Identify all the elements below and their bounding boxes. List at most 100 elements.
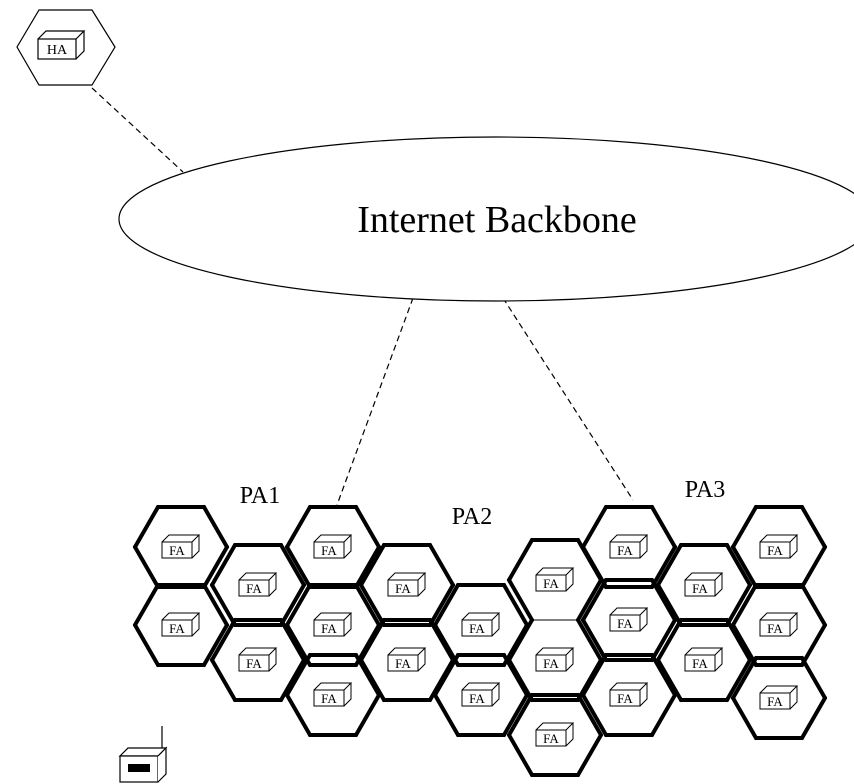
paging-area-border-pa3: [725, 618, 752, 662]
cell-pa3: FA: [732, 506, 826, 588]
foreign-agent-router-icon: FA: [313, 612, 353, 637]
paging-area-border-pa3: [581, 505, 608, 549]
paging-area-border-pa1: [133, 623, 160, 667]
paging-area-border-pa2: [650, 618, 677, 662]
paging-area-border-pa1: [202, 505, 229, 549]
paging-area-border-pa1: [285, 653, 312, 697]
paging-area-border-pa1: [279, 658, 306, 702]
paging-area-border-pa2: [581, 618, 608, 662]
foreign-agent-router-icon: FA: [609, 607, 649, 632]
cell-pa1: FA: [286, 584, 380, 666]
foreign-agent-router-icon: FA: [161, 612, 201, 637]
paging-area-border-pa2: [359, 618, 386, 662]
foreign-agent-router-icon: FA: [461, 682, 501, 707]
foreign-agent-router-icon: FA: [238, 572, 278, 597]
foreign-agent-router-icon: FA: [161, 534, 201, 559]
paging-area-border-pa1: [354, 583, 381, 627]
foreign-agent-label: FA: [169, 621, 185, 636]
foreign-agent-label: FA: [469, 691, 485, 706]
foreign-agent-label: FA: [543, 576, 559, 591]
paging-area-border-pa3: [650, 505, 677, 549]
paging-area-border-pa3: [731, 545, 758, 589]
paging-area-border-pa3: [650, 545, 677, 589]
cell-pa2: FA: [582, 654, 676, 736]
foreign-agent-router-icon: FA: [609, 534, 649, 559]
foreign-agent-label: FA: [692, 656, 708, 671]
paging-area-border-pa1: [279, 543, 306, 587]
paging-area-border-pa2: [650, 693, 677, 737]
link-backbone-pa1: [336, 297, 414, 506]
paging-area-border-pa3: [656, 618, 683, 662]
paging-area-border-pa2: [581, 653, 608, 697]
paging-area-border-pa1: [354, 505, 381, 549]
foreign-agent-router-icon: FA: [313, 682, 353, 707]
foreign-agent-label: FA: [543, 731, 559, 746]
paging-area-border-pa1: [202, 583, 229, 627]
foreign-agent-label: FA: [617, 691, 633, 706]
paging-area-border-pa2: [576, 693, 603, 737]
home-agent-router-icon: HA: [37, 30, 86, 60]
paging-area-border-pa1: [202, 545, 229, 589]
paging-area-border-pa1: [210, 583, 237, 627]
paging-area-border-pa3: [656, 658, 683, 702]
paging-area-border-pa1: [279, 583, 306, 627]
paging-area-border-pa3: [731, 623, 758, 667]
foreign-agent-label: FA: [321, 621, 337, 636]
paging-area-label-pa3: PA3: [685, 477, 725, 503]
paging-area-boundaries: [133, 505, 827, 777]
paging-area-border-pa3: [731, 656, 758, 700]
foreign-agent-label: FA: [169, 543, 185, 558]
network-links: [91, 87, 634, 506]
foreign-agent-router-icon: FA: [238, 647, 278, 672]
foreign-agent-label: FA: [692, 581, 708, 596]
foreign-agent-label: FA: [543, 656, 559, 671]
paging-area-border-pa2: [507, 733, 534, 777]
foreign-agent-router-icon: FA: [759, 534, 799, 559]
paging-area-label-pa2: PA2: [452, 504, 492, 530]
paging-area-border-pa3: [800, 545, 827, 589]
paging-area-border-pa2: [576, 578, 603, 622]
paging-area-border-pa1: [354, 693, 381, 737]
paging-area-border-pa2: [433, 653, 460, 697]
home-agent-node: HA: [16, 9, 116, 86]
foreign-agent-label: FA: [767, 543, 783, 558]
paging-area-border-pa2: [359, 658, 386, 702]
foreign-agent-label: FA: [246, 656, 262, 671]
paging-area-border-pa3: [800, 696, 827, 740]
internet-backbone: Internet Backbone: [118, 136, 854, 302]
paging-area-border-pa1: [210, 618, 237, 662]
paging-area-border-pa1: [210, 543, 237, 587]
paging-area-border-pa3: [725, 543, 752, 587]
paging-area-border-pa2: [359, 583, 386, 627]
cell-pa2: FA: [360, 544, 454, 626]
foreign-agent-router-icon: FA: [759, 685, 799, 710]
paging-area-border-pa2: [507, 578, 534, 622]
foreign-agent-label: FA: [395, 581, 411, 596]
paging-area-border-pa2: [428, 543, 455, 587]
paging-area-border-pa2: [650, 653, 677, 697]
cell-pa1: FA: [211, 544, 305, 626]
paging-area-border-pa2: [507, 538, 534, 582]
paging-area-border-pa1: [202, 623, 229, 667]
foreign-agent-router-icon: FA: [535, 567, 575, 592]
cell-pa2: FA: [434, 654, 528, 736]
paging-area-border-pa2: [581, 578, 608, 622]
paging-area-border-pa1: [285, 583, 312, 627]
link-backbone-pa3: [502, 297, 634, 501]
foreign-agent-label: FA: [617, 543, 633, 558]
paging-area-border-pa1: [279, 618, 306, 662]
paging-area-border-pa2: [507, 693, 534, 737]
paging-area-border-pa1: [133, 505, 160, 549]
mobile-node-icon: [118, 726, 168, 783]
link-ha-backbone: [91, 87, 184, 173]
paging-area-border-pa3: [800, 623, 827, 667]
paging-area-border-pa2: [507, 658, 534, 702]
cell-pa1: FA: [286, 506, 380, 588]
paging-area-border-pa3: [731, 583, 758, 627]
foreign-agent-router-icon: FA: [535, 722, 575, 747]
foreign-agent-router-icon: FA: [684, 572, 724, 597]
foreign-agent-router-icon: FA: [684, 647, 724, 672]
paging-area-border-pa2: [502, 693, 529, 737]
paging-area-border-pa3: [725, 583, 752, 627]
paging-area-border-pa3: [800, 656, 827, 700]
